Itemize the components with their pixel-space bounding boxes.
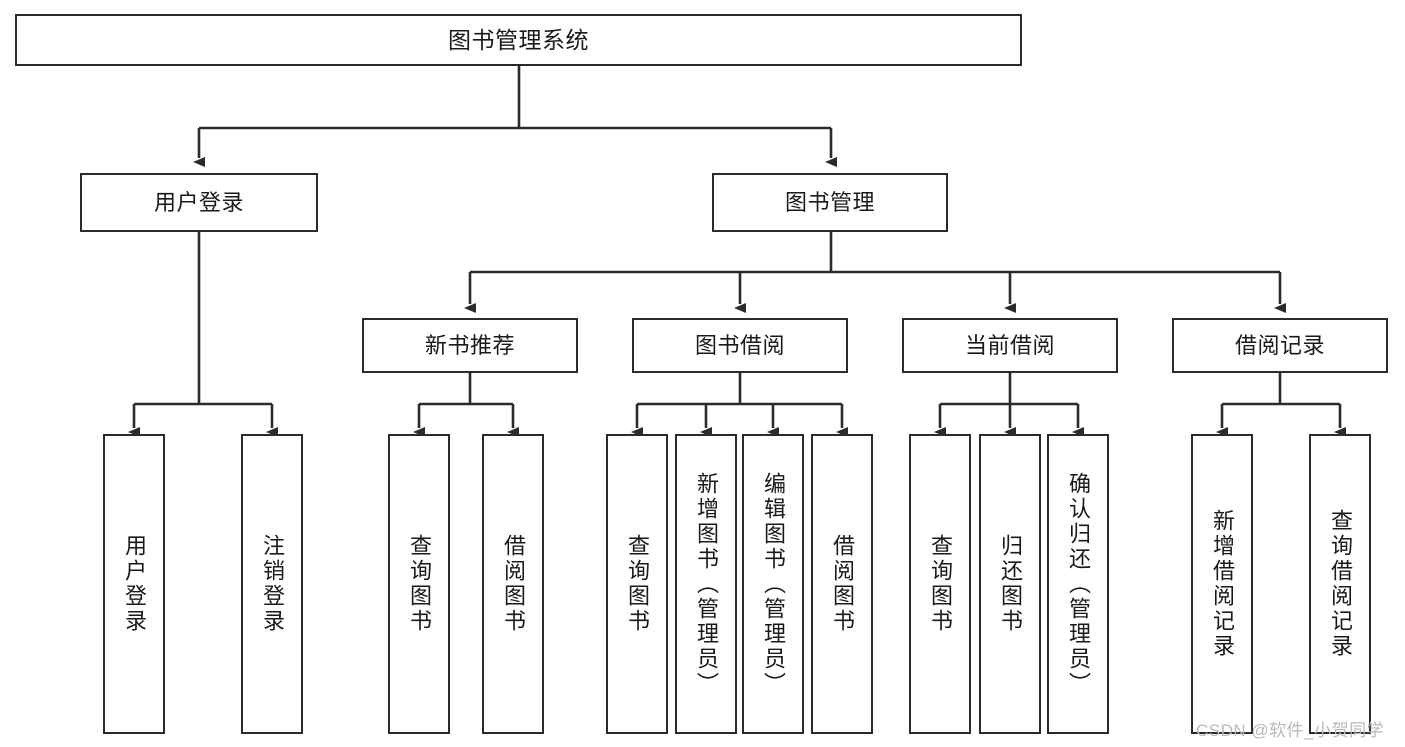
leaf-label: 用户登录 — [122, 534, 147, 634]
leaf-label: 注销登录 — [260, 534, 285, 634]
leaf-label: 确认归还（管理员） — [1066, 471, 1091, 697]
leaf-label: 编辑图书（管理员） — [761, 471, 786, 697]
leaf-label: 归还图书 — [998, 534, 1023, 634]
leaf-label: 查询图书 — [928, 534, 953, 634]
node-new-book-rec-label: 新书推荐 — [424, 332, 515, 358]
node-root-label: 图书管理系统 — [448, 26, 589, 53]
leaf-book-borrow-add[interactable]: 新增图书（管理员） — [675, 434, 737, 734]
leaf-label: 借阅图书 — [830, 534, 855, 634]
node-book-borrow-label: 图书借阅 — [694, 332, 785, 358]
node-book-manage-label: 图书管理 — [784, 189, 875, 215]
leaf-book-borrow-edit[interactable]: 编辑图书（管理员） — [742, 434, 804, 734]
leaf-user-login-login[interactable]: 用户登录 — [103, 434, 165, 734]
leaf-borrow-record-add[interactable]: 新增借阅记录 — [1191, 434, 1253, 734]
leaf-current-borrow-return[interactable]: 归还图书 — [979, 434, 1041, 734]
node-user-login[interactable]: 用户登录 — [80, 173, 318, 232]
watermark: CSDN @软件_小贺同学 — [1196, 721, 1385, 740]
leaf-label: 查询借阅记录 — [1328, 509, 1353, 659]
leaf-book-borrow-borrow[interactable]: 借阅图书 — [811, 434, 873, 734]
node-user-login-label: 用户登录 — [153, 189, 244, 215]
node-book-borrow[interactable]: 图书借阅 — [632, 318, 848, 373]
leaf-label: 查询图书 — [625, 534, 650, 634]
leaf-label: 借阅图书 — [501, 534, 526, 634]
leaf-book-borrow-query[interactable]: 查询图书 — [606, 434, 668, 734]
leaf-user-login-logout[interactable]: 注销登录 — [241, 434, 303, 734]
leaf-label: 查询图书 — [407, 534, 432, 634]
node-borrow-record[interactable]: 借阅记录 — [1172, 318, 1388, 373]
node-root[interactable]: 图书管理系统 — [15, 14, 1022, 66]
node-borrow-record-label: 借阅记录 — [1234, 332, 1325, 358]
leaf-borrow-record-query[interactable]: 查询借阅记录 — [1309, 434, 1371, 734]
leaf-new-book-rec-borrow[interactable]: 借阅图书 — [482, 434, 544, 734]
node-new-book-rec[interactable]: 新书推荐 — [362, 318, 578, 373]
node-current-borrow-label: 当前借阅 — [964, 332, 1055, 358]
leaf-label: 新增图书（管理员） — [694, 471, 719, 697]
node-book-manage[interactable]: 图书管理 — [712, 173, 948, 232]
node-current-borrow[interactable]: 当前借阅 — [902, 318, 1118, 373]
leaf-current-borrow-confirm[interactable]: 确认归还（管理员） — [1047, 434, 1109, 734]
leaf-current-borrow-query[interactable]: 查询图书 — [909, 434, 971, 734]
leaf-label: 新增借阅记录 — [1210, 509, 1235, 659]
leaf-new-book-rec-query[interactable]: 查询图书 — [388, 434, 450, 734]
